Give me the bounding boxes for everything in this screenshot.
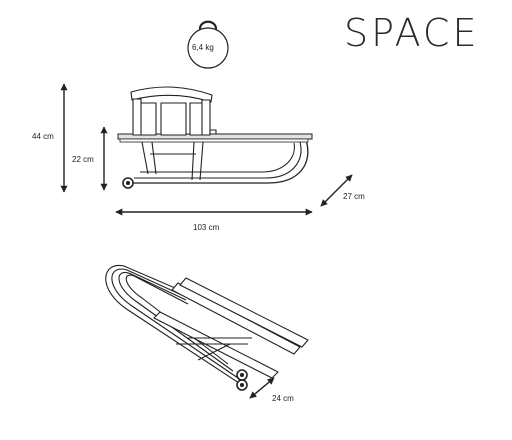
kettlebell-weight-icon [187,20,229,69]
width-27-arrow [320,174,353,207]
total-height-label: 44 cm [32,132,54,141]
folded-width-label: 24 cm [272,394,294,403]
front-width-label: 27 cm [343,192,365,201]
sled-folded-view-drawing [105,264,309,391]
weight-label: 6,4 kg [192,43,214,52]
sled-side-view-drawing [122,139,309,189]
width-24-arrow [249,377,275,399]
length-label: 103 cm [193,223,220,232]
brand-logo: SPACE [344,11,480,55]
sled-backrest [130,86,217,136]
dimension-arrow-icon [60,83,353,399]
seat-height-label: 22 cm [72,155,94,164]
